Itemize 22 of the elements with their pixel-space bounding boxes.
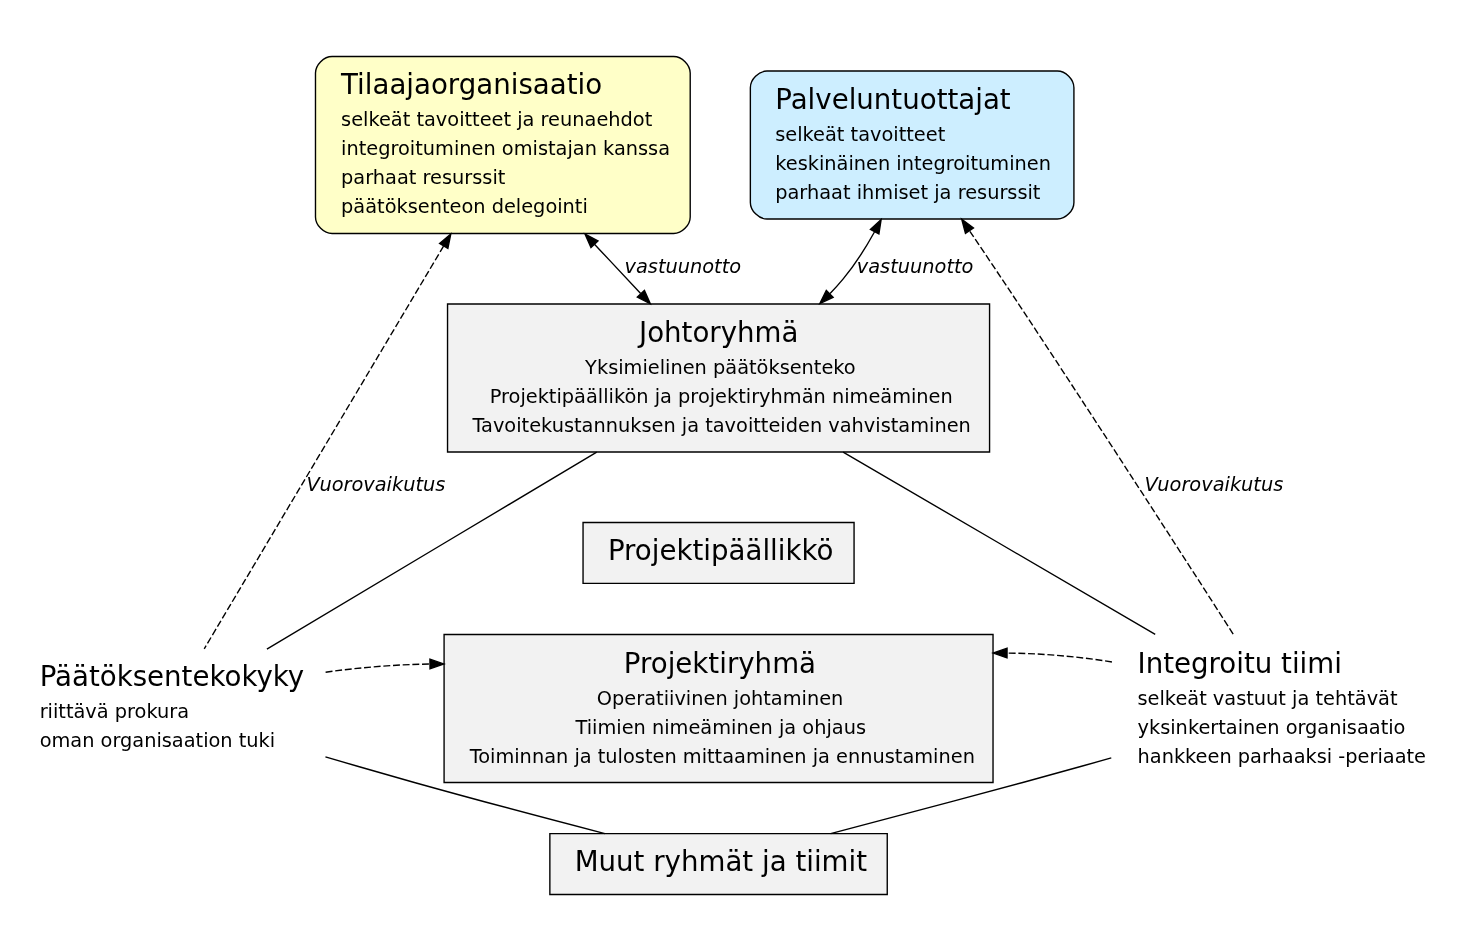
edge-label: vastuunotto: [624, 254, 742, 278]
node-box: Johtoryhmä Yksimielinen päätöksenteko Projektipäällikön ja projektiryhmän nimeäminen Tavoitekustannuksen ja tavoitteiden vahvistaminen: [446, 302, 991, 453]
connector: [324, 755, 606, 834]
connector: [829, 756, 1112, 834]
edge-label: Vuorovaikutus: [1144, 472, 1284, 496]
connector: [842, 450, 1156, 635]
node-text: Päätöksentekokyky riittävä prokura oman organisaation tuki: [39, 659, 305, 752]
connector: [266, 450, 598, 650]
arrow: [991, 646, 1113, 663]
arrow: [960, 216, 1235, 635]
node-box: Palveluntuottajat selkeät tavoitteet keskinäinen integroituminen parhaat ihmiset ja resurssit: [749, 69, 1075, 220]
arrow: [324, 657, 446, 673]
node-text: Integroitu tiimi selkeät vastuut ja tehtävät yksinkertainen organisaatio hankkeen parhaaksi -periaate: [1137, 646, 1427, 768]
node-box: Tilaajaorganisaatio selkeät tavoitteet ja reunaehdot integroituminen omistajan kanssa parhaat resurssit päätöksenteon delegointi: [314, 55, 691, 234]
node-box: Projektiryhmä Operatiivinen johtaminen Tiimien nimeäminen ja ohjaus Toiminnan ja tulosten mittaaminen ja ennustaminen: [443, 633, 994, 783]
node-box: Muut ryhmät ja tiimit: [549, 832, 888, 895]
node-box: Projektipäällikkö: [582, 521, 855, 584]
arrow: [583, 232, 652, 305]
arrow: [818, 217, 883, 305]
edge-label: vastuunotto: [856, 254, 974, 278]
edge-label: Vuorovaikutus: [306, 472, 446, 496]
arrow: [203, 231, 452, 650]
